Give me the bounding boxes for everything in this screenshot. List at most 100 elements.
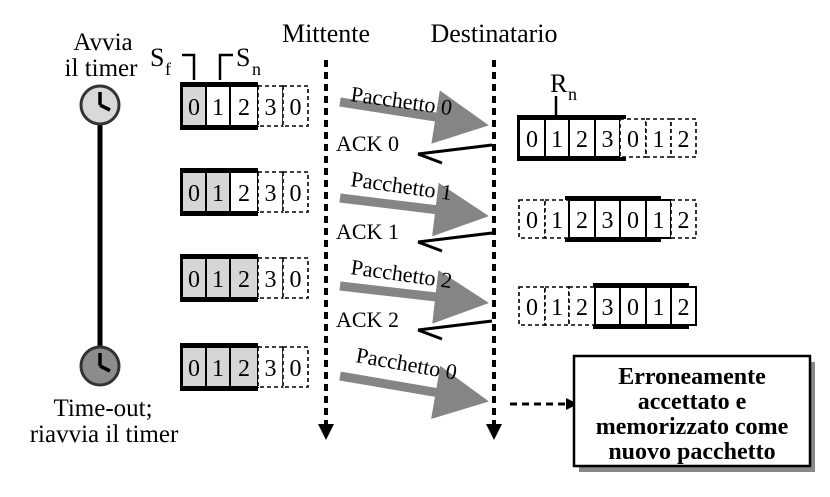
receiver-cell <box>670 199 697 239</box>
sender-cell <box>282 85 309 127</box>
ack-label-0: ACK 0 <box>336 131 399 156</box>
receiver-cell <box>645 199 672 239</box>
receiver-cell-number: 1 <box>551 127 563 153</box>
receiver-cell-number: 3 <box>602 208 614 234</box>
receiver-cell <box>619 286 647 326</box>
sf-subscript: f <box>165 59 171 79</box>
error-arrowhead <box>566 398 578 410</box>
ack-head-1 <box>417 240 443 253</box>
packet-arrow-3 <box>339 365 489 420</box>
receiver-cell <box>518 118 546 158</box>
receiver-cell-number: 2 <box>678 295 690 321</box>
sender-cell <box>205 257 231 299</box>
sender-cell-number: 1 <box>212 95 224 121</box>
ack-label-1: ACK 1 <box>336 219 399 244</box>
sf-label: S <box>150 43 164 72</box>
packet-arrow-0 <box>339 90 489 144</box>
timeout-label-2: riavvia il timer <box>30 421 179 448</box>
sender-cell-number: 0 <box>290 95 302 121</box>
receiver-cell <box>645 118 672 158</box>
sender-cell-number: 0 <box>188 267 200 293</box>
sender-cell <box>181 257 207 299</box>
receiver-cell-number: 0 <box>627 127 639 153</box>
receiver-cell <box>518 199 546 239</box>
ack-label-2: ACK 2 <box>336 307 399 332</box>
error-box-line-1: Erroneamente <box>618 364 766 390</box>
error-box-line-2: accettato e <box>638 389 747 415</box>
receiver-cell-number: 2 <box>678 208 690 234</box>
sender-cell <box>181 171 207 213</box>
receiver-cell <box>670 286 697 326</box>
receiver-cell-number: 1 <box>653 208 665 234</box>
receiver-cell-number: 2 <box>678 127 690 153</box>
error-box-line-4: nuovo pacchetto <box>608 439 775 465</box>
receiver-cell-number: 0 <box>627 295 639 321</box>
rn-label: R <box>550 69 568 98</box>
sender-cell-number: 3 <box>265 95 277 121</box>
sender-cell-number: 1 <box>212 267 224 293</box>
sender-cell-number: 2 <box>238 95 250 121</box>
sender-cell-number: 3 <box>265 181 277 207</box>
sender-cell-number: 0 <box>290 356 302 382</box>
start-clock-icon <box>79 84 121 126</box>
sender-cell-number: 2 <box>238 267 250 293</box>
error-box: Erroneamente accettato e memorizzato com… <box>572 354 815 472</box>
receiver-cell <box>645 286 672 326</box>
rn-subscript: n <box>568 84 577 104</box>
ack-line-0 <box>417 143 493 156</box>
packet-arrows <box>339 90 489 420</box>
sender-cell-number: 0 <box>188 356 200 382</box>
receiver-cell <box>568 199 596 239</box>
receiver-cell-number: 1 <box>653 127 665 153</box>
sender-cell-number: 0 <box>290 181 302 207</box>
sender-cell-number: 2 <box>238 181 250 207</box>
sender-cell <box>257 85 284 127</box>
sender-cell-number: 0 <box>188 95 200 121</box>
timeout-clock-icon <box>79 345 121 387</box>
receiver-cell <box>594 286 621 326</box>
ack-head-2 <box>417 328 443 341</box>
receiver-cell-number: 0 <box>526 127 538 153</box>
receiver-cell <box>544 286 570 326</box>
receiver-cell <box>619 118 647 158</box>
start-timer-label: Avvia <box>73 29 132 56</box>
receiver-cell-number: 2 <box>576 208 588 234</box>
receiver-cell-number: 2 <box>576 295 588 321</box>
receiver-cell-number: 1 <box>551 295 563 321</box>
ack-line-2 <box>417 319 493 332</box>
sender-cell-number: 0 <box>188 181 200 207</box>
sender-cell-number: 3 <box>265 267 277 293</box>
receiver-cell-number: 0 <box>526 208 538 234</box>
sender-cell <box>229 85 259 127</box>
receiver-cell-number: 1 <box>551 208 563 234</box>
rn-label-group: R n <box>550 69 577 116</box>
packet-arrow-2 <box>339 270 489 324</box>
start-timer-label-2: il timer <box>65 55 139 82</box>
sn-subscript: n <box>252 59 261 79</box>
receiver-cell-number: 2 <box>576 127 588 153</box>
sender-header: Mittente <box>282 19 370 48</box>
sn-label: S <box>236 43 250 72</box>
sender-timeline-arrowhead <box>318 424 334 440</box>
receiver-cell-number: 0 <box>627 208 639 234</box>
ack-head-0 <box>417 152 443 165</box>
sender-cell-number: 2 <box>238 356 250 382</box>
sender-cell-number: 1 <box>212 356 224 382</box>
error-box-line-3: memorizzato come <box>596 414 789 440</box>
sender-cell <box>282 346 309 388</box>
sender-cell <box>229 257 259 299</box>
receiver-cell-number: 3 <box>602 127 614 153</box>
receiver-cell-number: 1 <box>653 295 665 321</box>
receiver-header: Destinatario <box>430 19 557 48</box>
receiver-cell <box>594 199 621 239</box>
ack-arrows <box>417 143 493 341</box>
sender-cell <box>282 257 309 299</box>
